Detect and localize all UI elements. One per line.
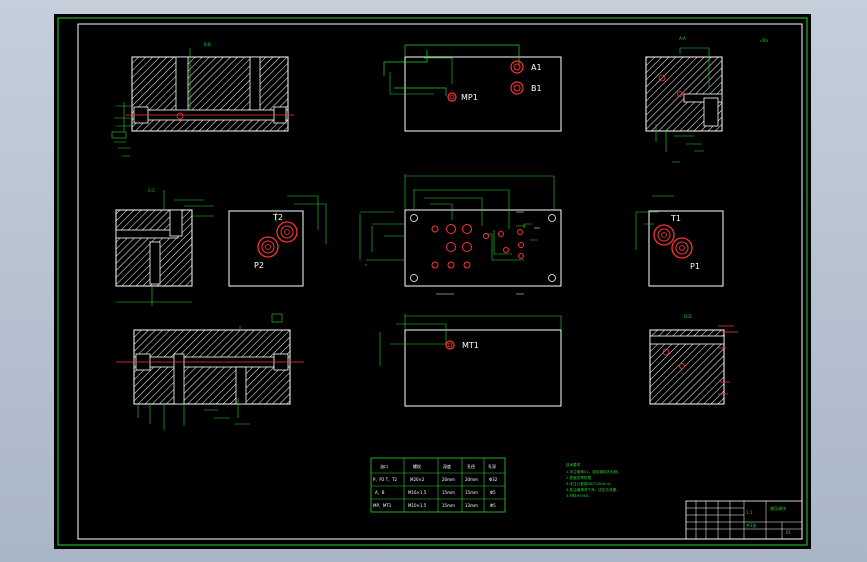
port-label-mp1: MP1 [461,93,478,102]
note-line: 5.材料HT300。 [566,493,592,498]
port-label-p2: P2 [254,261,264,270]
table-cell: P、P2 T、T2 [373,477,398,482]
section-label-b: B-B [204,42,211,47]
view-top-middle: A1 B1 MP1 [383,44,562,132]
outer-frame [57,17,808,546]
port-label-p1: P1 [690,262,700,271]
port-spec-table: 油口 螺纹 深度 孔径 孔深 P、P2 T、T2 M20×2 20mm 20mm… [370,457,506,513]
table-cell: 20mm [442,477,455,482]
table-cell: 15mm [442,503,455,508]
table-cell: M20×2 [410,477,425,482]
notes-title: 技术要求 [566,462,581,467]
port-label-a1: A1 [531,63,542,72]
table-cell: 20mm [465,477,478,482]
section-view-mid-left: C-C [115,188,214,306]
cad-canvas[interactable]: B-B A1 B1 MP1 A-A √Ra C-C [54,14,811,549]
port-label-mt1: MT1 [462,341,479,350]
table-cell: 15mm [442,490,455,495]
title-block-number: 01 [786,530,792,535]
port-label-t1: T1 [670,214,681,223]
view-t2-p2: T2 P2 [228,195,327,287]
section-label-d: D-D [684,314,692,319]
table-cell: Φ5 [490,490,496,495]
section-label-a: A-A [679,36,686,41]
table-header: 孔深 [488,463,496,469]
note-line: 4.各油道清洗干净，试压无泄漏。 [566,487,620,492]
section-view-bottom-left [116,313,304,430]
port-label-t2: T2 [272,213,283,222]
table-cell: 13mm [465,503,478,508]
table-header: 油口 [380,463,388,469]
cad-drawing: B-B A1 B1 MP1 A-A √Ra C-C [57,17,808,546]
view-bottom-middle: MT1 [379,314,562,407]
view-t1-p1: T1 P1 [635,195,724,287]
table-cell: Φ32 [489,477,498,482]
table-header: 螺纹 [413,463,421,469]
port-label-b1: B1 [531,84,542,93]
table-cell: M16×1.5 [408,490,427,495]
technical-notes: 技术要求 1.未注倒角C1，锐边倒钝去毛刺。 2.表面发黑处理。 3.未注公差按… [566,462,621,498]
table-cell: Φ5 [490,503,496,508]
section-view-top-right: A-A √Ra [645,36,768,163]
inner-frame [77,23,803,540]
table-header: 深度 [443,463,451,469]
table-cell: MP、MT1 [373,503,392,508]
note-line: 2.表面发黑处理。 [566,475,595,480]
title-block: 液压阀块 1:1 共1张 01 [685,500,803,540]
note-line: 3.未注公差按GB/T1804-m。 [566,481,614,486]
table-cell: A、B [375,490,385,495]
table-header: 孔径 [467,463,475,469]
title-block-name: 液压阀块 [770,505,786,511]
section-label-c: C-C [148,188,155,193]
title-block-scale: 1:1 [746,510,753,515]
title-block-sheet: 共1张 [746,522,757,528]
section-view-top-left: B-B [111,42,294,157]
note-line: 1.未注倒角C1，锐边倒钝去毛刺。 [566,469,621,474]
table-cell: M10×1.5 [408,503,427,508]
section-view-bottom-right: D-D [649,314,738,405]
roughness-mark: √Ra [760,38,768,43]
table-cell: 15mm [465,490,478,495]
view-center-main [359,174,562,295]
